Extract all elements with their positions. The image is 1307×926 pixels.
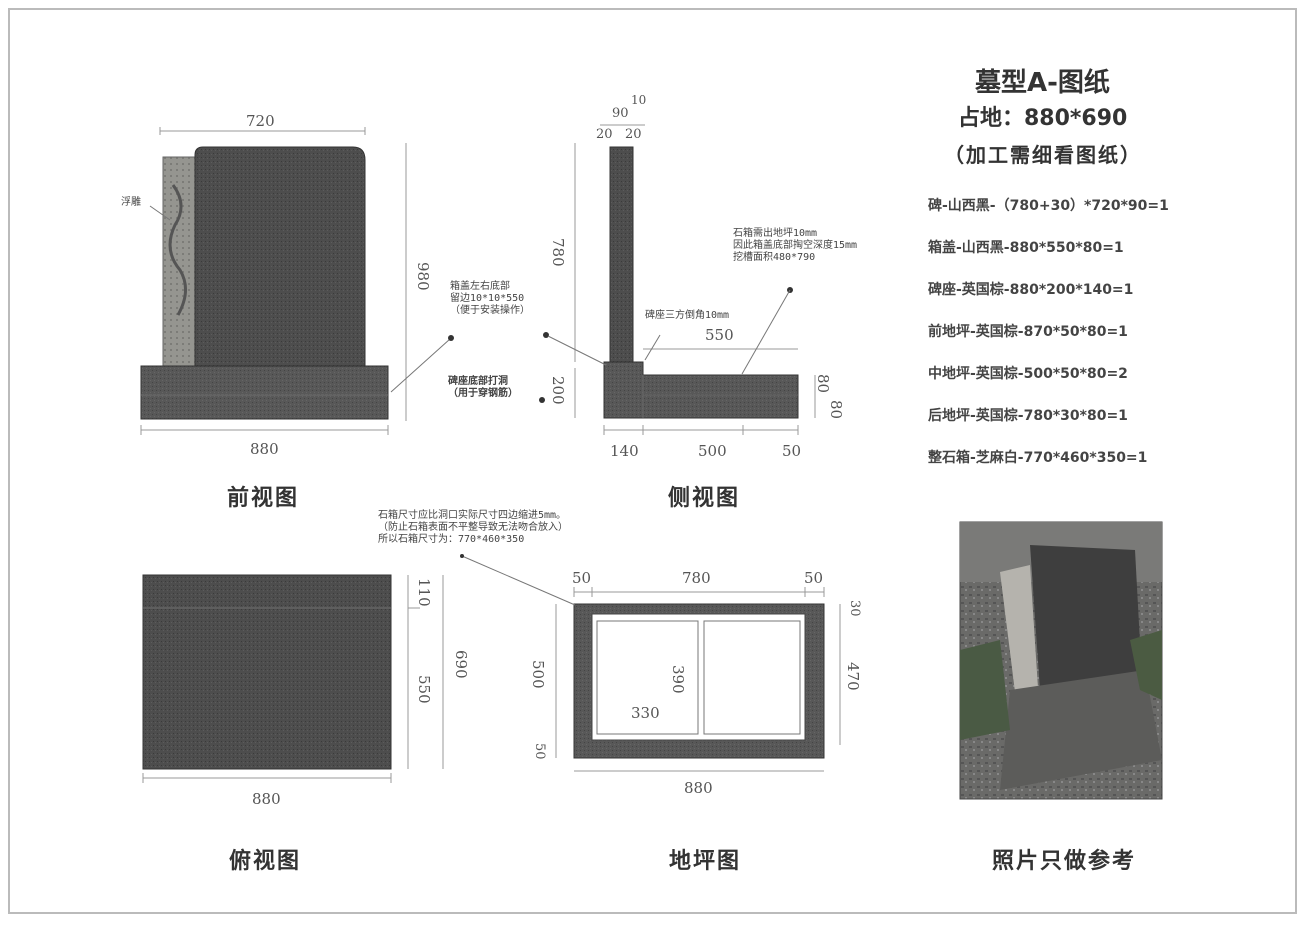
front-view-caption: 前视图 [227,486,300,511]
box-note-line: 因此箱盖底部掏空深度15mm [733,240,858,251]
base-note-line: （用于穿钢筋） [448,388,518,399]
lid-note: 箱盖左右底部 留边10*10*550 （便于安装操作） [450,281,530,317]
side-view-caption: 侧视图 [668,486,741,511]
stone-box-note: 石箱尺寸应比洞口实际尺寸四边缩进5mm。 （防止石箱表面不平整导致无法吻合放入）… [378,510,568,546]
part-item: 箱盖-山西黑-880*550*80=1 [928,240,1124,256]
base-hole-note: 碑座底部打洞 （用于穿钢筋） [448,376,518,400]
side-dim-550: 550 [705,326,734,344]
floor-view-caption: 地坪图 [669,849,742,874]
floor-dim-30: 30 [847,600,862,617]
floor-dim-470: 470 [844,662,862,691]
side-view-drawing [539,124,816,435]
lid-note-line: 箱盖左右底部 [450,281,510,292]
floor-dim-330: 330 [631,704,660,722]
reference-photo [959,521,1163,800]
floor-dim-50a: 50 [572,569,592,587]
floor-dim-500: 500 [529,660,547,689]
front-dim-right: 980 [414,262,432,291]
top-dim-110: 110 [415,578,433,607]
side-dim-10: 10 [631,93,647,107]
side-dim-80b: 80 [827,400,845,420]
floor-dim-50c: 50 [532,743,547,760]
box-note-line: 石箱需出地坪10mm [733,228,818,239]
top-slab [142,574,392,770]
side-dim-780: 780 [549,238,567,267]
part-item: 碑-山西黑-（780+30）*720*90=1 [928,198,1169,214]
part-item: 碑座-英国棕-880*200*140=1 [928,282,1134,298]
side-dim-20b: 20 [625,127,642,142]
drawing-title: 墓型A-图纸 [975,68,1110,98]
side-dim-20a: 20 [596,127,613,142]
relief-label: 浮雕 [121,197,141,208]
processing-note: （加工需细看图纸） [944,143,1142,167]
top-dim-550: 550 [415,675,433,704]
floor-dim-50b: 50 [804,569,824,587]
part-item: 整石箱-芝麻白-770*460*350=1 [928,450,1148,466]
lid-note-line: 留边10*10*550 [450,293,525,304]
base-note-line: 碑座底部打洞 [448,376,508,387]
chamfer-note: 碑座三方倒角10mm [645,310,730,321]
top-view-drawing [142,574,444,783]
floor-dim-880: 880 [684,779,713,797]
front-dim-bottom: 880 [250,440,279,458]
floor-dim-780: 780 [682,569,711,587]
top-view-caption: 俯视图 [229,849,302,874]
box-note: 石箱需出地坪10mm 因此箱盖底部掏空深度15mm 挖槽面积480*790 [733,228,857,264]
top-dim-690: 690 [452,650,470,679]
photo-caption: 照片只做参考 [992,849,1137,874]
stele-side [609,146,634,363]
stone-box-note-line: 石箱尺寸应比洞口实际尺寸四边缩进5mm。 [378,510,567,521]
side-dim-200: 200 [549,376,567,405]
lid-note-line: （便于安装操作） [450,305,530,316]
base-front [140,365,389,420]
part-item: 中地坪-英国棕-500*50*80=2 [928,366,1128,382]
front-view-drawing [140,127,454,435]
side-dim-90: 90 [612,106,629,121]
stone-box-note-line: 所以石箱尺寸为：770*460*350 [378,534,525,545]
base-side [603,361,799,419]
part-item: 后地坪-英国棕-780*30*80=1 [928,408,1128,424]
side-dim-500: 500 [698,442,727,460]
box-note-line: 挖槽面积480*790 [733,252,816,263]
floor-view-drawing [460,554,841,772]
top-dim-bottom: 880 [252,790,281,808]
front-dim-top: 720 [246,112,275,130]
side-dim-50: 50 [782,442,802,460]
side-dim-140: 140 [610,442,639,460]
part-item: 前地坪-英国棕-870*50*80=1 [928,324,1128,340]
area-label: 占地：880*690 [958,106,1128,131]
floor-dim-390: 390 [669,665,687,694]
side-dim-80a: 80 [814,374,832,394]
stone-box-note-line: （防止石箱表面不平整导致无法吻合放入） [378,522,568,533]
stele-front [194,146,366,368]
